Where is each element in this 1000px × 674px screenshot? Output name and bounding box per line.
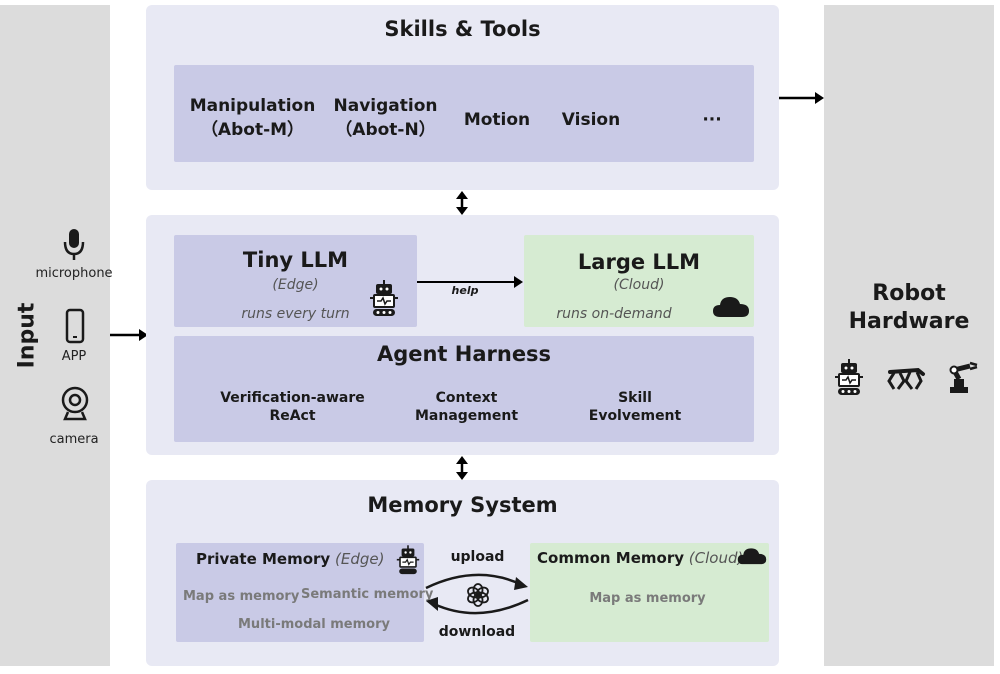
common-memory-heading: Common Memory (Cloud) bbox=[537, 549, 744, 567]
private-memory-semantic: Semantic memory bbox=[301, 587, 434, 602]
private-memory-box bbox=[176, 543, 424, 642]
agent-harness-title: Agent Harness bbox=[376, 342, 552, 366]
robot-dog-icon bbox=[887, 367, 925, 390]
skill-manipulation: Manipulation （Abot-M） bbox=[189, 96, 316, 140]
tiny-llm-title: Tiny LLM bbox=[242, 248, 349, 272]
microphone-label: microphone bbox=[35, 266, 113, 281]
cloud-icon bbox=[713, 297, 749, 317]
openai-logo-icon bbox=[467, 583, 489, 607]
download-label: download bbox=[438, 624, 516, 640]
input-column bbox=[0, 5, 110, 666]
robot-hardware-title: Robot Hardware bbox=[848, 281, 970, 334]
skills-agent-bidirectional-arrow bbox=[456, 191, 468, 215]
input-to-agent-arrow bbox=[110, 329, 148, 341]
common-memory-map: Map as memory bbox=[589, 591, 706, 606]
camera-label: camera bbox=[49, 432, 99, 447]
common-memory-cloud-icon bbox=[737, 548, 767, 565]
harness-item-context: Context Management bbox=[414, 390, 519, 424]
agent-harness-box bbox=[174, 336, 754, 442]
agent-memory-bidirectional-arrow bbox=[456, 456, 468, 480]
webcam-icon bbox=[61, 386, 89, 421]
memory-title: Memory System bbox=[367, 493, 558, 517]
microphone-icon bbox=[63, 229, 85, 260]
upload-label: upload bbox=[450, 549, 505, 565]
skill-more: ··· bbox=[702, 110, 722, 130]
private-memory-map: Map as memory bbox=[183, 589, 300, 604]
common-memory-box bbox=[530, 543, 769, 642]
skill-vision: Vision bbox=[561, 110, 621, 130]
large-llm-title: Large LLM bbox=[577, 250, 701, 274]
large-llm-subtitle: (Cloud) bbox=[613, 277, 665, 293]
help-arrow bbox=[417, 276, 523, 288]
app-label: APP bbox=[61, 349, 87, 364]
harness-item-react: Verification-aware ReAct bbox=[220, 390, 365, 424]
private-memory-multimodal: Multi-modal memory bbox=[238, 617, 390, 632]
private-memory-robot-icon bbox=[396, 545, 420, 575]
large-llm-note: runs on-demand bbox=[556, 306, 672, 322]
smartphone-icon bbox=[65, 308, 85, 344]
tiny-llm-note: runs every turn bbox=[241, 306, 350, 322]
edge-robot-icon bbox=[370, 280, 398, 316]
help-label: help bbox=[451, 284, 479, 297]
skill-navigation: Navigation （Abot-N） bbox=[333, 96, 438, 140]
robot-hardware-column bbox=[824, 5, 994, 666]
robot-icon bbox=[835, 359, 863, 395]
robotic-arm-icon bbox=[949, 361, 978, 393]
tiny-llm-subtitle: (Edge) bbox=[272, 277, 319, 293]
skills-to-hardware-arrow bbox=[779, 92, 824, 104]
skills-inner-box bbox=[174, 65, 754, 162]
upload-download-arrows bbox=[425, 573, 529, 615]
harness-item-skill: Skill Evolvement bbox=[588, 390, 682, 424]
skill-motion: Motion bbox=[463, 110, 531, 130]
skills-title: Skills & Tools bbox=[384, 17, 541, 41]
private-memory-heading: Private Memory (Edge) bbox=[196, 550, 385, 568]
